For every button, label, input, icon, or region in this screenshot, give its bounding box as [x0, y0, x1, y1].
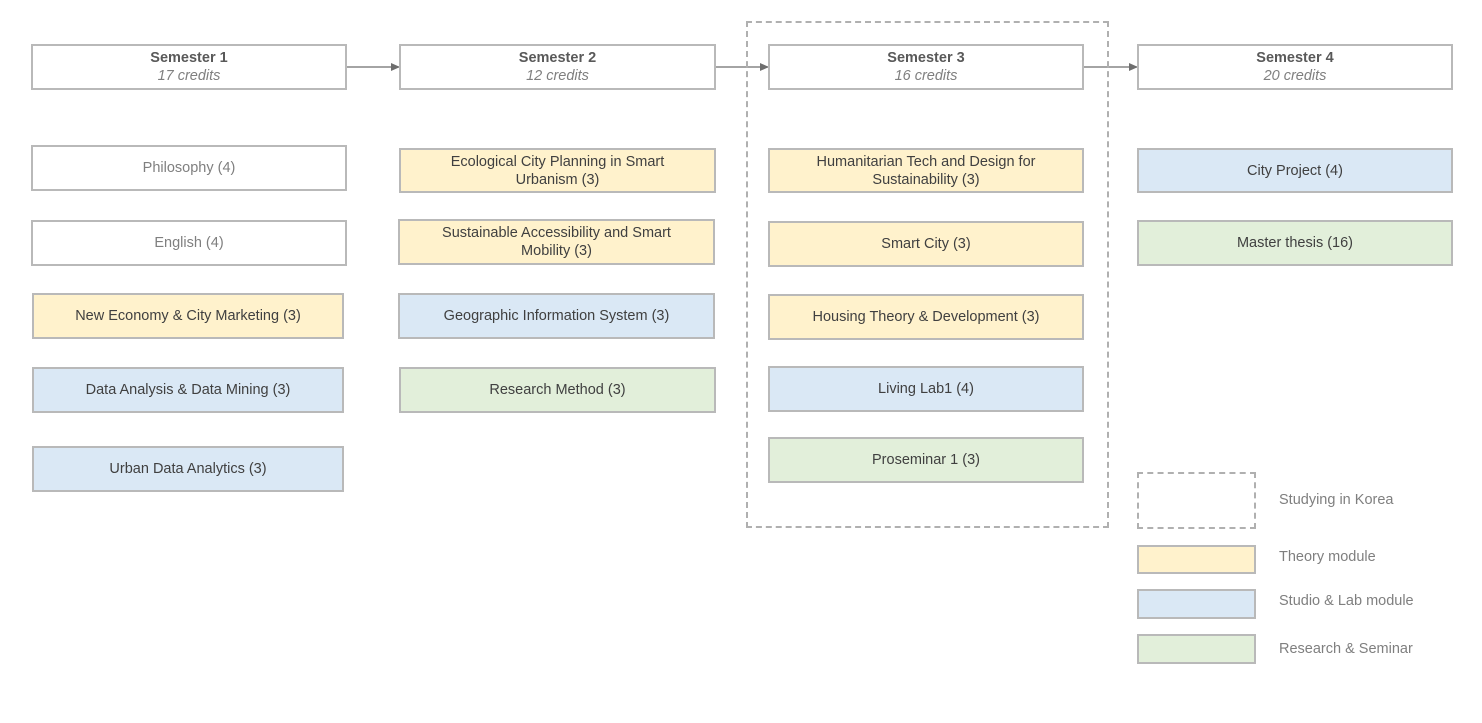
semester-title: Semester 1 [150, 50, 228, 66]
semester-title: Semester 2 [518, 50, 597, 66]
legend-swatch-research [1137, 634, 1256, 664]
legend-label-theory: Theory module [1279, 549, 1376, 565]
course-research-method: Research Method (3) [399, 367, 716, 413]
course-master-thesis: Master thesis (16) [1137, 220, 1453, 266]
course-english: English (4) [31, 220, 347, 266]
course-city-project: City Project (4) [1137, 148, 1453, 193]
legend-swatch-theory [1137, 545, 1256, 574]
legend-swatch-korea [1137, 472, 1256, 529]
semester-credits: 17 credits [157, 68, 221, 84]
legend-label-korea: Studying in Korea [1279, 492, 1394, 508]
semester-title: Semester 3 [887, 50, 965, 66]
course-housing-theory: Housing Theory & Development (3) [768, 294, 1084, 340]
course-living-lab: Living Lab1 (4) [768, 366, 1084, 412]
semester-2-header: Semester 2 12 credits [399, 44, 716, 90]
course-gis: Geographic Information System (3) [398, 293, 715, 339]
course-sustainable-accessibility: Sustainable Accessibility and Smart Mobi… [398, 219, 715, 265]
semester-4-header: Semester 4 20 credits [1137, 44, 1453, 90]
semester-1-header: Semester 1 17 credits [31, 44, 347, 90]
course-new-economy: New Economy & City Marketing (3) [32, 293, 344, 339]
course-ecological-city-planning: Ecological City Planning in Smart Urbani… [399, 148, 716, 193]
course-proseminar: Proseminar 1 (3) [768, 437, 1084, 483]
course-urban-data-analytics: Urban Data Analytics (3) [32, 446, 344, 492]
legend-label-research: Research & Seminar [1279, 641, 1413, 657]
course-humanitarian-tech: Humanitarian Tech and Design for Sustain… [768, 148, 1084, 193]
course-philosophy: Philosophy (4) [31, 145, 347, 191]
course-data-analysis: Data Analysis & Data Mining (3) [32, 367, 344, 413]
course-smart-city: Smart City (3) [768, 221, 1084, 267]
legend-label-studio: Studio & Lab module [1279, 593, 1414, 609]
semester-3-header: Semester 3 16 credits [768, 44, 1084, 90]
semester-title: Semester 4 [1256, 50, 1334, 66]
semester-credits: 20 credits [1263, 68, 1327, 84]
semester-credits: 12 credits [526, 68, 589, 84]
semester-credits: 16 credits [894, 68, 958, 84]
korea-region [746, 21, 1109, 528]
legend-swatch-studio [1137, 589, 1256, 619]
